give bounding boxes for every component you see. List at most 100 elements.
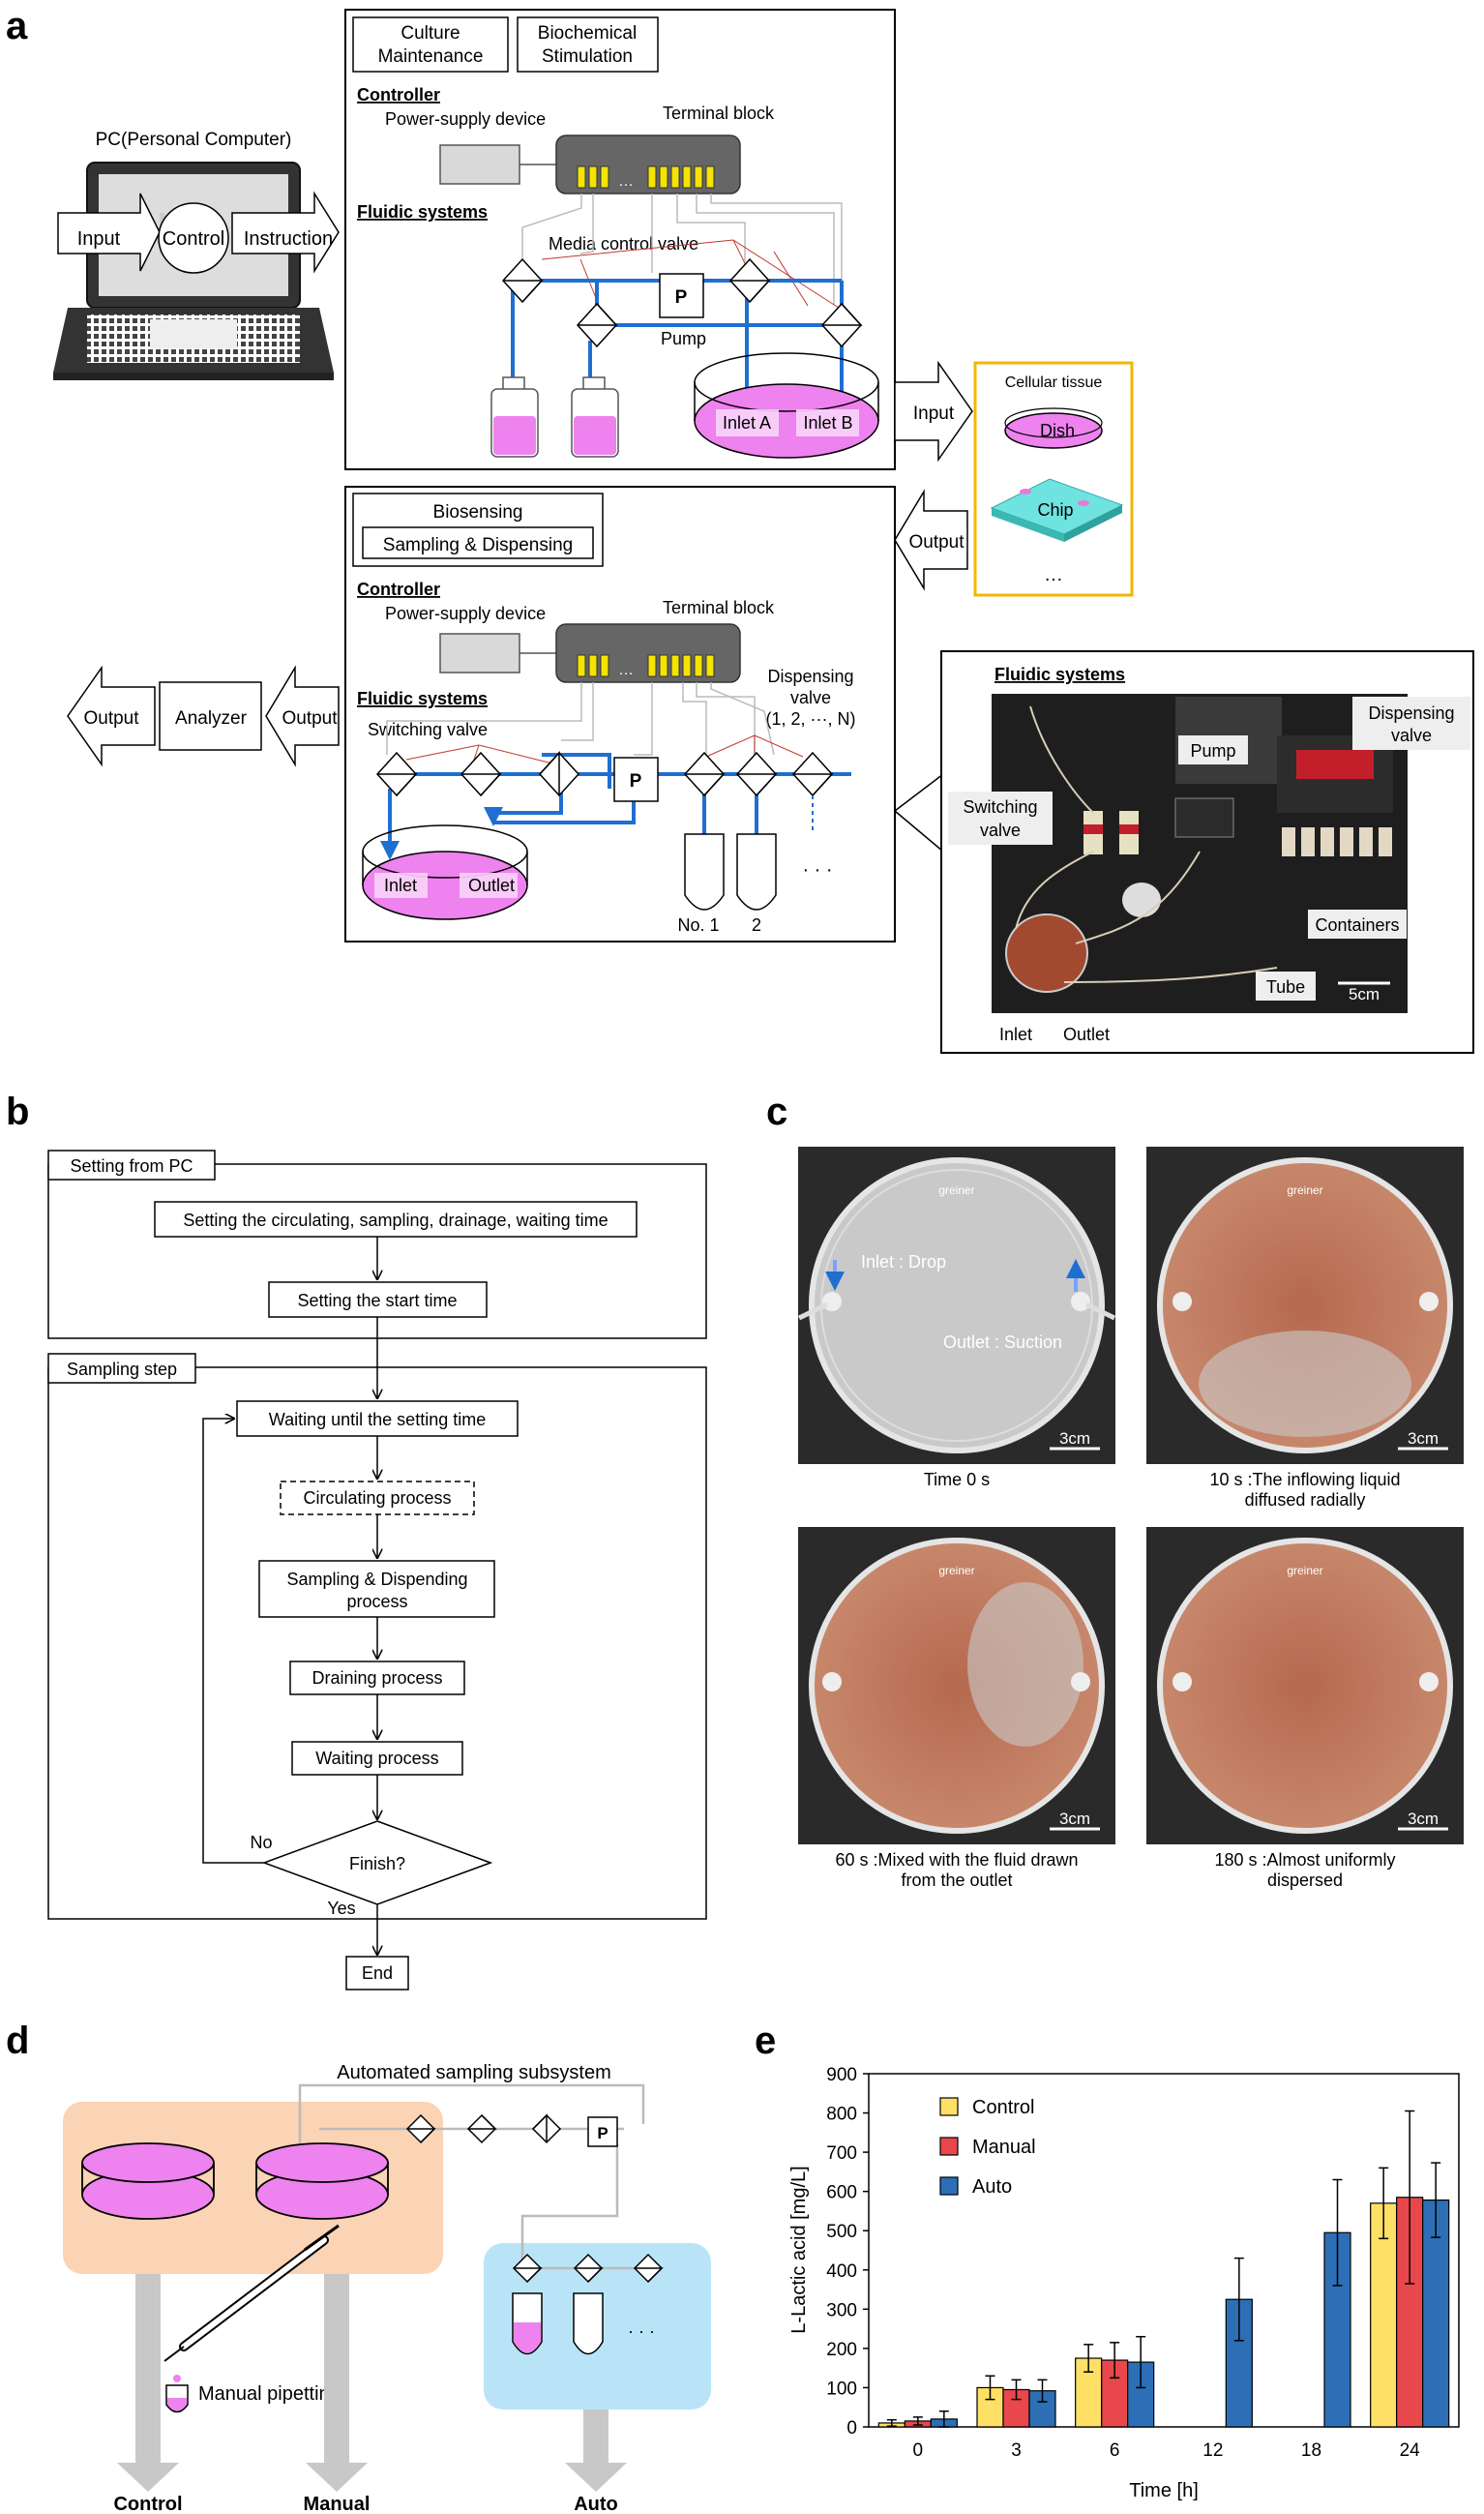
bottom-tube-dots: · · · xyxy=(802,859,832,881)
top-terminal-dots: … xyxy=(618,173,634,190)
d-pump-letter: P xyxy=(597,2124,608,2142)
tissue-ellipsis: … xyxy=(1044,564,1063,585)
caption-time-0: Time 0 s xyxy=(924,1470,990,1489)
setting-from-pc-label: Setting from PC xyxy=(70,1156,193,1176)
switching-valve-label: Switching valve xyxy=(368,720,488,739)
x-tick-label: 6 xyxy=(1110,2440,1120,2461)
top-controller-heading: Controller xyxy=(357,85,440,105)
bottom-dish xyxy=(362,824,528,920)
scale-label-2: 3cm xyxy=(1408,1429,1439,1448)
panel-d-diagram: Automated sampling subsystem P · · · xyxy=(63,2062,711,2514)
error-bar-control-0h xyxy=(886,2418,897,2427)
brand-label-4: greiner xyxy=(1287,1564,1322,1577)
legend-swatch-manual xyxy=(939,2137,959,2156)
brand-label-2: greiner xyxy=(1287,1183,1322,1197)
top-pump xyxy=(659,273,704,318)
bar-auto-18h xyxy=(1323,2231,1351,2428)
x-tick-label: 12 xyxy=(1202,2440,1223,2461)
error-bar-manual-6h xyxy=(1110,2342,1120,2379)
waiting-label: Waiting process xyxy=(315,1749,438,1768)
media-control-valve-label: Media control valve xyxy=(549,234,698,254)
top-terminal-block-label: Terminal block xyxy=(663,104,775,123)
caption-time-10-line2: diffused radially xyxy=(1245,1490,1366,1510)
pc-instruction-label: Instruction xyxy=(244,228,333,250)
manual-pipetting-label: Manual pipetting xyxy=(198,2383,341,2405)
output-arrow-label: Output xyxy=(908,532,965,553)
bottom-pump xyxy=(613,757,659,802)
y-axis-label: L-Lactic acid [mg/L] xyxy=(788,2166,810,2333)
draining-box xyxy=(289,1661,465,1695)
top-fluidic-heading: Fluidic systems xyxy=(357,202,488,222)
photo-containers-label: Containers xyxy=(1315,915,1399,935)
top-pump-label: Pump xyxy=(661,329,706,348)
d-pump xyxy=(587,2116,618,2147)
waiting-until-label: Waiting until the setting time xyxy=(269,1410,486,1429)
draining-label: Draining process xyxy=(312,1668,442,1688)
setting-start-box xyxy=(268,1281,488,1318)
bottom-terminal-block-label: Terminal block xyxy=(663,598,775,617)
scale-label-1: 3cm xyxy=(1059,1429,1090,1448)
y-tick-label: 400 xyxy=(826,2261,857,2282)
caption-time-60-line1: 60 s :Mixed with the fluid drawn xyxy=(835,1850,1078,1870)
error-bar-manual-0h xyxy=(912,2416,923,2426)
output-right-arrow xyxy=(265,665,340,767)
pc-control-label: Control xyxy=(163,228,224,250)
photo-switching-line2: valve xyxy=(980,821,1021,840)
panel-c-photos: Inlet : Drop Outlet : Suction greiner 3c… xyxy=(797,1147,1464,1890)
legend-label-auto: Auto xyxy=(972,2176,1012,2198)
error-bar-auto-12h xyxy=(1233,2257,1244,2342)
plot-area xyxy=(868,2073,1460,2428)
legend-swatch-auto xyxy=(939,2176,959,2196)
input-arrow xyxy=(894,360,973,463)
error-bar-auto-0h xyxy=(938,2410,949,2428)
inlet-drop-label: Inlet : Drop xyxy=(861,1252,946,1272)
auto-label: Auto xyxy=(574,2494,618,2514)
sampling-dispensing-label: Sampling & Dispensing xyxy=(383,535,573,555)
output-left-label: Output xyxy=(83,708,139,729)
no-label: No xyxy=(250,1833,272,1852)
panel-b-label: b xyxy=(6,1091,29,1133)
finish-label: Finish? xyxy=(349,1854,405,1873)
sampling-step-label: Sampling step xyxy=(67,1360,177,1379)
input-arrow-label: Input xyxy=(913,404,955,424)
circulating-label: Circulating process xyxy=(303,1488,451,1508)
error-bar-control-6h xyxy=(1083,2344,1094,2373)
legend-label-control: Control xyxy=(972,2097,1034,2118)
panel-b-flowchart: Setting from PC Setting the circulating,… xyxy=(47,1150,707,1990)
circulating-box xyxy=(280,1481,475,1515)
bar-control-24h xyxy=(1370,2202,1398,2428)
setting-start-label: Setting the start time xyxy=(297,1291,457,1310)
chip-icon xyxy=(990,478,1124,542)
y-tick-label: 0 xyxy=(846,2418,857,2439)
chip-label: Chip xyxy=(1037,500,1073,520)
tab-biochemical-line1: Biochemical xyxy=(538,23,637,44)
y-tick-label: 500 xyxy=(826,2222,857,2242)
dispensing-valve-line1: Dispensing xyxy=(767,667,853,686)
inlet-a-label: Inlet A xyxy=(723,413,771,433)
panel-c-label: c xyxy=(766,1091,787,1133)
bottom-terminal-dots: … xyxy=(618,662,634,678)
legend-swatch-control xyxy=(939,2097,959,2116)
bottom-power-supply-label: Power-supply device xyxy=(385,604,546,623)
y-tick-label: 800 xyxy=(826,2105,857,2125)
sampling-process-line1: Sampling & Dispending xyxy=(286,1570,467,1589)
photo-inlet-label: Inlet xyxy=(999,1025,1032,1044)
photo-scale-label: 5cm xyxy=(1349,985,1380,1003)
output-left-arrow xyxy=(67,665,156,767)
cellular-tissue-label: Cellular tissue xyxy=(1005,374,1103,391)
x-tick-label: 3 xyxy=(1011,2440,1022,2461)
manual-label: Manual xyxy=(304,2494,371,2514)
photo-outlet-label: Outlet xyxy=(1063,1025,1110,1044)
y-tick-label: 100 xyxy=(826,2379,857,2399)
panel-d-label: d xyxy=(6,2020,29,2062)
tab-culture-maintenance xyxy=(352,16,509,73)
photo-tube-label: Tube xyxy=(1266,977,1305,997)
top-power-supply-device xyxy=(439,144,520,185)
scale-label-3: 3cm xyxy=(1059,1810,1090,1828)
x-axis-label: Time [h] xyxy=(1129,2480,1199,2501)
y-tick-label: 300 xyxy=(826,2300,857,2320)
caption-time-180-line2: dispersed xyxy=(1267,1871,1343,1890)
photo-pump-label: Pump xyxy=(1190,741,1235,761)
